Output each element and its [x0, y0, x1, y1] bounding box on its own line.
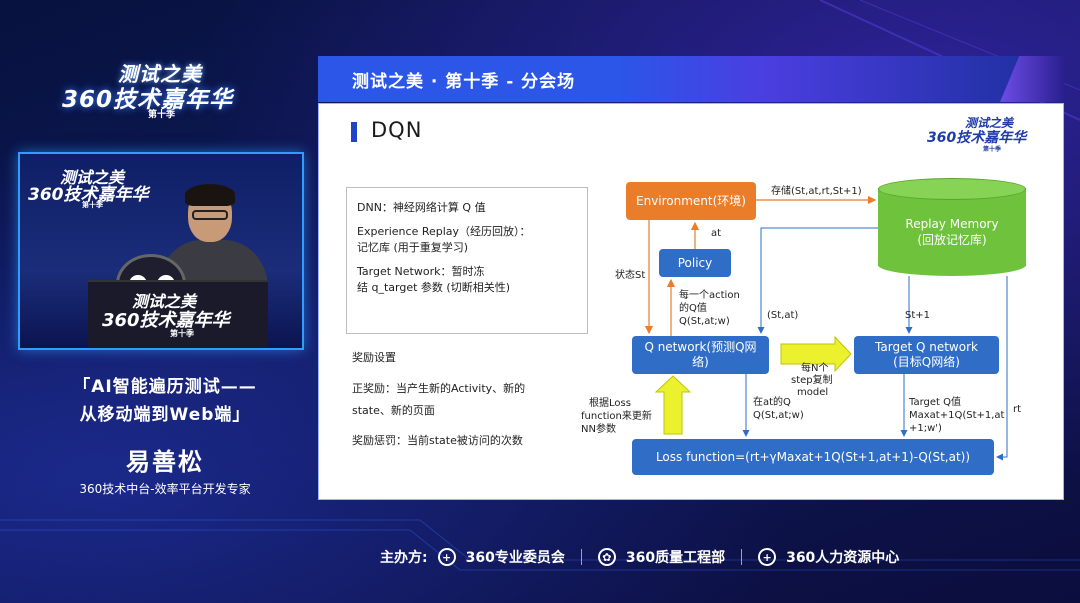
- label-loss-update-2: function来更新: [581, 411, 652, 423]
- label-loss-update-1: 根据Loss: [589, 398, 631, 410]
- replay-memory-node: Replay Memory (回放记忆库): [878, 178, 1026, 276]
- label-st1: St+1: [905, 310, 930, 322]
- label-q-at-1: 在at的Q: [753, 397, 791, 409]
- label-target-1: Target Q值: [909, 397, 961, 409]
- q-network-node: Q network(预测Q网 络): [632, 336, 769, 374]
- loss-function-node: Loss function=(rt+γMaxat+1Q(St+1,at+1)-Q…: [632, 439, 994, 475]
- footer-divider: [741, 549, 742, 565]
- label-store: 存储(St,at,rt,St+1): [771, 186, 862, 198]
- label-loss-update-3: NN参数: [581, 424, 616, 436]
- slide-header-title: 测试之美 · 第十季 - 分会场: [352, 67, 575, 92]
- label-copy-3: model: [797, 387, 828, 399]
- label-each-action-3: Q(St,at;w): [679, 316, 730, 328]
- label-each-action-1: 每一个action: [679, 290, 740, 302]
- target-q-network-node: Target Q network (目标Q网络): [854, 336, 999, 374]
- podium-logo-line3: 第十季: [170, 328, 194, 339]
- label-copy-1: 每N个: [801, 363, 828, 375]
- replay-memory-line1: Replay Memory: [878, 216, 1026, 232]
- talk-title-line2: 从移动端到Web端」: [30, 400, 300, 425]
- video-logo-line3: 第十季: [82, 200, 103, 210]
- label-q-at-2: Q(St,at;w): [753, 410, 804, 422]
- label-rt: rt: [1013, 404, 1021, 416]
- event-logo-line3: 第十季: [148, 107, 175, 120]
- label-at: at: [711, 228, 721, 240]
- label-st-at: (St,at): [767, 310, 798, 322]
- speaker-name: 易善松: [30, 442, 300, 477]
- plus-circle-icon: +: [438, 548, 456, 566]
- target-q-line2: (目标Q网络): [875, 355, 978, 370]
- policy-node: Policy: [659, 249, 731, 277]
- flower-icon: ✿: [598, 548, 616, 566]
- slide-header: 测试之美 · 第十季 - 分会场: [318, 56, 1064, 102]
- q-network-line2: 络): [644, 355, 756, 370]
- label-target-2: Maxat+1Q(St+1,at: [909, 410, 1004, 422]
- talk-title-line1: 「AI智能遍历测试——: [30, 372, 300, 397]
- footer-divider: [581, 549, 582, 565]
- event-logo: 测试之美 360技术嘉年华 第十季: [58, 58, 268, 120]
- org-3: 360人力资源中心: [786, 547, 899, 567]
- environment-node: Environment(环境): [626, 182, 756, 220]
- label-target-3: +1;w'): [909, 423, 942, 435]
- footer-organizers: 主办方: + 360专业委员会 ✿ 360质量工程部 + 360人力资源中心: [380, 546, 899, 568]
- label-state: 状态St: [615, 270, 645, 282]
- host-label: 主办方:: [380, 547, 428, 567]
- speaker-role: 360技术中台-效率平台开发专家: [30, 480, 300, 497]
- label-copy-2: step复制: [791, 375, 833, 387]
- org-2: 360质量工程部: [626, 547, 725, 567]
- plus-circle-icon: +: [758, 548, 776, 566]
- podium-logo-line2: 360技术嘉年华: [102, 306, 230, 332]
- speaker-video: 测试之美 360技术嘉年华 第十季 测试之美 360技术嘉年华 第十季: [18, 152, 304, 350]
- q-network-line1: Q network(预测Q网: [644, 340, 756, 355]
- org-1: 360专业委员会: [466, 547, 565, 567]
- slide: DQN 测试之美 360技术嘉年华 第十季 DNN：神经网络计算 Q 值 Exp…: [318, 103, 1064, 500]
- label-each-action-2: 的Q值: [679, 303, 707, 315]
- target-q-line1: Target Q network: [875, 340, 978, 355]
- replay-memory-line2: (回放记忆库): [878, 232, 1026, 248]
